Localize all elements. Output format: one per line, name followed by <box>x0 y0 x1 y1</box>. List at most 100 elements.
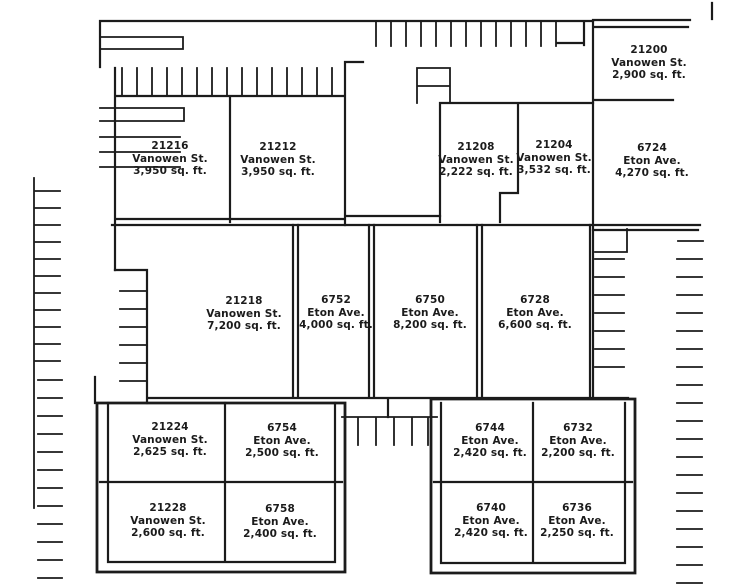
unit-21228: 21228 Vanowen St. 2,600 sq. ft. <box>130 502 206 540</box>
unit-21204: 21204 Vanowen St. 3,532 sq. ft. <box>516 139 592 177</box>
unit-street: Vanowen St. <box>206 307 282 320</box>
parking-left <box>33 36 185 579</box>
unit-number: 6728 <box>520 294 550 307</box>
unit-street: Eton Ave. <box>548 514 606 527</box>
block-b-walls <box>438 101 595 224</box>
unit-street: Eton Ave. <box>462 514 520 527</box>
unit-number: 21216 <box>151 140 189 153</box>
unit-number: 21212 <box>259 141 297 154</box>
unit-street: Eton Ave. <box>461 434 519 447</box>
building-block-a <box>113 60 442 272</box>
parking-stalls-lower-left <box>33 177 63 579</box>
unit-street: Vanowen St. <box>611 56 687 69</box>
unit-street: Vanowen St. <box>438 153 514 166</box>
unit-number: 6750 <box>415 294 445 307</box>
unit-area: 2,900 sq. ft. <box>612 69 686 82</box>
unit-area: 2,200 sq. ft. <box>541 447 615 460</box>
parking-comb-bottom-center <box>341 416 438 446</box>
unit-6728: 6728 Eton Ave. 6,600 sq. ft. <box>498 294 572 332</box>
unit-street: Vanowen St. <box>240 153 316 166</box>
unit-6724: 6724 Eton Ave. 4,270 sq. ft. <box>615 142 689 180</box>
unit-number: 21218 <box>225 295 263 308</box>
unit-21216: 21216 Vanowen St. 3,950 sq. ft. <box>132 140 208 178</box>
unit-street: Vanowen St. <box>130 514 206 527</box>
unit-number: 21200 <box>630 44 668 57</box>
unit-street: Vanowen St. <box>132 433 208 446</box>
unit-street: Eton Ave. <box>251 515 309 528</box>
unit-21208: 21208 Vanowen St. 2,222 sq. ft. <box>438 141 514 179</box>
unit-street: Eton Ave. <box>253 434 311 447</box>
unit-6750: 6750 Eton Ave. 8,200 sq. ft. <box>393 294 467 332</box>
unit-6754: 6754 Eton Ave. 2,500 sq. ft. <box>245 422 319 460</box>
block-c-walls <box>591 19 675 399</box>
building-block-d <box>95 401 347 574</box>
unit-area: 2,222 sq. ft. <box>439 166 513 179</box>
unit-street: Eton Ave. <box>506 306 564 319</box>
unit-number: 6754 <box>267 422 297 435</box>
parking-right-inner-ticks <box>594 258 625 368</box>
unit-number: 6752 <box>321 294 351 307</box>
parking-comb-above-block-a <box>121 67 333 97</box>
unit-street: Vanowen St. <box>132 152 208 165</box>
unit-6740: 6740 Eton Ave. 2,420 sq. ft. <box>454 502 528 540</box>
unit-area: 2,250 sq. ft. <box>540 527 614 540</box>
unit-number: 6724 <box>637 142 667 155</box>
top-boundary-line <box>98 1 714 69</box>
unit-21212: 21212 Vanowen St. 3,950 sq. ft. <box>240 141 316 179</box>
unit-street: Eton Ave. <box>401 306 459 319</box>
unit-area: 2,400 sq. ft. <box>243 528 317 541</box>
unit-street: Vanowen St. <box>516 151 592 164</box>
unit-area: 8,200 sq. ft. <box>393 319 467 332</box>
unit-area: 2,500 sq. ft. <box>245 447 319 460</box>
block-d-inner-walls <box>98 401 344 564</box>
unit-street: Eton Ave. <box>549 434 607 447</box>
row-separator-line <box>110 223 702 232</box>
unit-area: 7,200 sq. ft. <box>207 320 281 333</box>
block-b-entry-tab <box>416 67 451 104</box>
unit-street: Eton Ave. <box>307 306 365 319</box>
unit-area: 4,000 sq. ft. <box>299 319 373 332</box>
unit-number: 6736 <box>562 502 592 515</box>
unit-6752: 6752 Eton Ave. 4,000 sq. ft. <box>299 294 373 332</box>
building-block-b <box>416 67 595 224</box>
unit-6732: 6732 Eton Ave. 2,200 sq. ft. <box>541 422 615 460</box>
unit-area: 3,950 sq. ft. <box>133 165 207 178</box>
unit-area: 3,532 sq. ft. <box>517 164 591 177</box>
unit-21200: 21200 Vanowen St. 2,900 sq. ft. <box>611 44 687 82</box>
building-middle-row <box>93 223 630 419</box>
unit-6744: 6744 Eton Ave. 2,420 sq. ft. <box>453 422 527 460</box>
unit-area: 4,270 sq. ft. <box>615 167 689 180</box>
unit-area: 2,420 sq. ft. <box>454 527 528 540</box>
parking-right-outer-ticks <box>676 258 703 584</box>
building-block-e <box>429 397 637 575</box>
unit-number: 21224 <box>151 421 189 434</box>
middle-row-notch-parking-ticks <box>119 290 148 382</box>
unit-area: 2,600 sq. ft. <box>131 527 205 540</box>
unit-21224: 21224 Vanowen St. 2,625 sq. ft. <box>132 421 208 459</box>
parking-right <box>594 228 704 584</box>
unit-street: Eton Ave. <box>623 154 681 167</box>
unit-number: 6744 <box>475 422 505 435</box>
block-a-walls <box>113 60 442 272</box>
unit-number: 6758 <box>265 503 295 516</box>
property-boundary <box>98 1 714 69</box>
unit-area: 2,420 sq. ft. <box>453 447 527 460</box>
parking-top <box>121 20 557 97</box>
unit-21218: 21218 Vanowen St. 7,200 sq. ft. <box>206 295 282 333</box>
unit-number: 6740 <box>476 502 506 515</box>
building-block-c <box>591 19 675 399</box>
parking-comb-top-middle <box>375 20 557 47</box>
unit-area: 2,625 sq. ft. <box>133 446 207 459</box>
parking-right-entry <box>594 228 704 253</box>
middle-row-walls <box>93 223 630 419</box>
block-d-outer <box>95 401 347 574</box>
unit-number: 21228 <box>149 502 187 515</box>
unit-6758: 6758 Eton Ave. 2,400 sq. ft. <box>243 503 317 541</box>
unit-area: 6,600 sq. ft. <box>498 319 572 332</box>
unit-6736: 6736 Eton Ave. 2,250 sq. ft. <box>540 502 614 540</box>
unit-area: 3,950 sq. ft. <box>241 166 315 179</box>
block-e-inner-walls <box>432 401 634 565</box>
block-e-outer <box>429 397 637 575</box>
